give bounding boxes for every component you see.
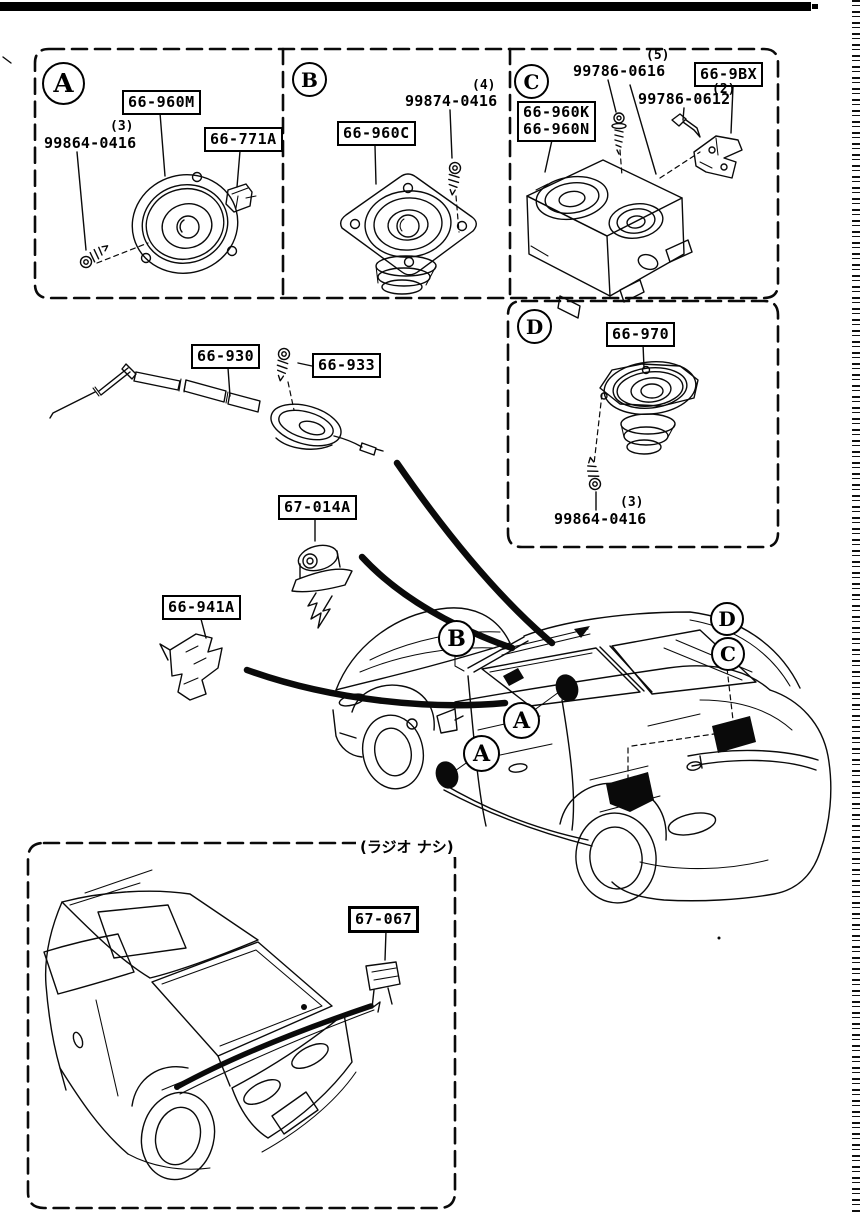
qty-b: (4): [472, 78, 496, 93]
car-callout-a-upper: A: [503, 702, 540, 739]
scan-top-edge-nub: [812, 4, 818, 9]
car-callout-b-text: B: [447, 625, 466, 652]
screw-c-long-icon: [611, 112, 627, 155]
car-callout-d-text: D: [718, 607, 736, 631]
clip-66-771A-icon: [225, 183, 257, 213]
car-callout-c: C: [711, 637, 745, 671]
panel-d-speaker-art: [584, 343, 699, 511]
part-label-67-014A: 67-014A: [278, 495, 357, 520]
part-number-99786-0612: 99786-0612: [638, 90, 731, 108]
screw-b-icon: [446, 161, 462, 197]
panel-a-letter: A: [42, 62, 85, 105]
part-number-99864-0416-a: 99864-0416: [44, 134, 137, 152]
part-label-66-960N-line: 66-960N: [523, 120, 590, 139]
panel-c-subwoofer-art: [526, 79, 743, 319]
car-callout-a-upper-text: A: [512, 707, 531, 734]
qty-c-short: (2): [712, 82, 736, 97]
bracket-66-9BX-icon: [693, 135, 743, 179]
part-label-66-970: 66-970: [606, 322, 676, 347]
leader-screw-short: [682, 107, 685, 121]
part-label-66-960C: 66-960C: [337, 121, 416, 146]
panel-a-letter-text: A: [53, 68, 74, 99]
qty-a: (3): [110, 119, 134, 134]
qty-c-long: (5): [646, 48, 670, 63]
part-number-99874-0416: 99874-0416: [405, 92, 498, 110]
grommet-67-014A-icon: [291, 518, 353, 629]
antenna-assembly-art: [49, 347, 384, 456]
part-number-99786-0616: 99786-0616: [573, 62, 666, 80]
leader-66-933: [297, 362, 313, 367]
inset-cable-swoosh: [174, 1003, 374, 1090]
leader-66-970: [642, 343, 645, 369]
part-label-66-9BX: 66-9BX: [694, 62, 764, 87]
part-label-67-067: 67-067: [348, 906, 420, 933]
leader-66-960M: [159, 112, 166, 177]
panel-a-speaker-art: [76, 112, 257, 274]
car-callout-d: D: [710, 602, 744, 636]
scan-top-edge-bar: [0, 2, 811, 11]
car-callout-b: B: [438, 620, 475, 657]
leader-66-9BX: [730, 86, 734, 134]
leader-66-771A: [236, 150, 241, 188]
leader-screw-long: [607, 79, 617, 113]
antenna-base-marker: [503, 668, 524, 686]
screw-a-icon: [77, 240, 112, 271]
page-dot: [717, 936, 721, 940]
leader-66-941A: [200, 618, 207, 639]
part-label-66-941A: 66-941A: [162, 595, 241, 620]
part-label-66-930: 66-930: [191, 344, 261, 369]
panel-d-letter-text: D: [525, 314, 544, 339]
clip-67-067-icon: [365, 930, 401, 1013]
screw-d-icon: [584, 455, 603, 492]
mount-hole: [191, 171, 203, 183]
leader-screw-b: [449, 109, 453, 159]
scan-right-edge-microprint: [852, 0, 860, 1214]
roof-rail-arrow-icon: [574, 626, 590, 638]
car-callout-a-lower-text: A: [472, 740, 491, 767]
part-label-66-933: 66-933: [312, 353, 382, 378]
part-label-66-960K-line: 66-960K: [523, 103, 590, 121]
panel-b-letter-text: B: [301, 67, 318, 92]
leader-0616-hole: [629, 84, 657, 175]
leader-c-callout: [726, 667, 734, 721]
panel-c-letter: C: [514, 64, 549, 99]
panel-frames: [26, 47, 780, 1210]
leader-66-960K: [544, 139, 553, 173]
leader-66-930: [227, 367, 231, 397]
leader-67-067: [384, 930, 387, 961]
car-callout-c-text: C: [720, 642, 736, 666]
leader-b-callout: [454, 652, 465, 672]
panel-b-letter: B: [292, 62, 327, 97]
panel-b-speaker-art: [339, 109, 477, 295]
part-label-66-771A: 66-771A: [204, 127, 283, 152]
panel-d-letter: D: [517, 309, 552, 344]
car-callout-a-lower: A: [463, 735, 500, 772]
radio-nashi-note: (ラジオ ナシ): [356, 836, 458, 857]
part-number-99864-0416-d: 99864-0416: [554, 510, 647, 528]
leader-a-upper: [532, 691, 560, 712]
antenna-screw-icon: [274, 347, 291, 383]
part-label-66-960M: 66-960M: [122, 90, 201, 115]
page-stray-mark: [2, 56, 12, 64]
panel-c-letter-text: C: [523, 69, 540, 94]
speaker-location-markers: [435, 668, 756, 812]
bracket-66-941A-icon: [159, 618, 223, 701]
main-car-art: [332, 607, 832, 904]
leader-screw-a: [76, 151, 87, 251]
inset-car-art: [43, 869, 401, 1181]
qty-d: (3): [620, 495, 644, 510]
leader-66-960C: [374, 145, 377, 185]
bolt-c-short-icon: [671, 113, 701, 138]
part-label-66-960K-N: 66-960K 66-960N: [517, 101, 596, 142]
